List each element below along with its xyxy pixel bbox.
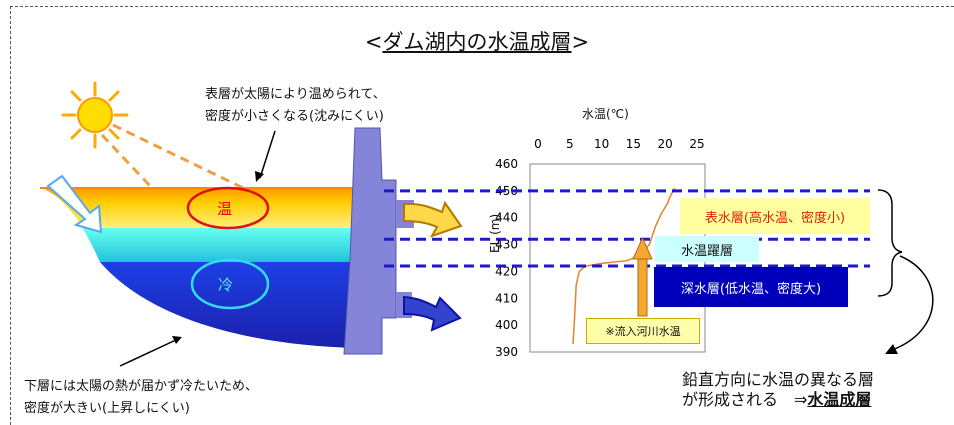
surface-outflow-arrow-icon: [403, 200, 463, 238]
inflow-arrow-icon: [46, 174, 103, 234]
cold-label: 冷: [218, 276, 234, 294]
dam: [343, 127, 414, 355]
cold-ellipse: [190, 258, 270, 310]
chart-x-tick-label: 15: [626, 137, 641, 151]
inflow-temperature-arrow-icon: [632, 236, 653, 317]
brace: [877, 189, 903, 297]
surface-layer-box: 表水層(高水温、密度小): [680, 198, 870, 234]
chart-y-tick-label: 450: [495, 184, 518, 198]
bottom-outflow-arrow-icon: [403, 295, 462, 332]
chart-y-tick-label: 460: [495, 157, 518, 171]
chart-y-tick-label: 400: [495, 318, 518, 332]
sun-icon: [61, 81, 129, 149]
conclusion-emphasis: 水温成層: [807, 390, 872, 409]
chart-x-tick-label: 10: [594, 137, 609, 151]
thermocline-box: 水温躍層: [655, 236, 759, 262]
inflow-temperature-box: ※流入河川水温: [586, 318, 700, 344]
chart-x-tick-label: 5: [566, 137, 574, 151]
chart-y-tick-label: 430: [495, 238, 518, 252]
layer-boundary-lines: [384, 189, 870, 268]
frame-left-border: [10, 6, 11, 425]
chart-y-tick-label: 410: [495, 291, 518, 305]
chart-y-tick-label: 420: [495, 264, 518, 278]
chart-x-label: 水温(℃): [582, 107, 629, 121]
conclusion-arrow-icon: [885, 344, 898, 354]
frame-top-border: [10, 6, 954, 7]
page-title: <ダム湖内の水温成層>: [364, 30, 590, 54]
chart-x-tick-label: 20: [658, 137, 673, 151]
conclusion-line2: が形成される ⇒水温成層: [682, 390, 872, 409]
conclusion-line1: 鉛直方向に水温の異なる層: [682, 370, 875, 389]
surface-annotation-line2: 密度が小さくなる(沈みにくい): [205, 109, 384, 124]
chart-y-tick-label: 440: [495, 211, 518, 225]
warm-label: 温: [217, 200, 233, 218]
chart-x-tick-label: 0: [534, 137, 542, 151]
warm-ellipse: [186, 186, 270, 230]
surface-annotation-line1: 表層が太陽により温められて、: [205, 87, 386, 102]
deep-layer-box: 深水層(低水温、密度大): [654, 267, 848, 307]
chart-x-tick-label: 25: [689, 137, 704, 151]
chart-y-tick-label: 390: [495, 345, 518, 359]
chart-y-label: EL (m): [488, 213, 502, 253]
bottom-annotation-line1: 下層には太陽の熱が届かず冷たいため、: [24, 379, 259, 394]
thermocline-layer: [42, 228, 355, 262]
bottom-annotation-line2: 密度が大きい(上昇しにくい): [24, 401, 190, 416]
